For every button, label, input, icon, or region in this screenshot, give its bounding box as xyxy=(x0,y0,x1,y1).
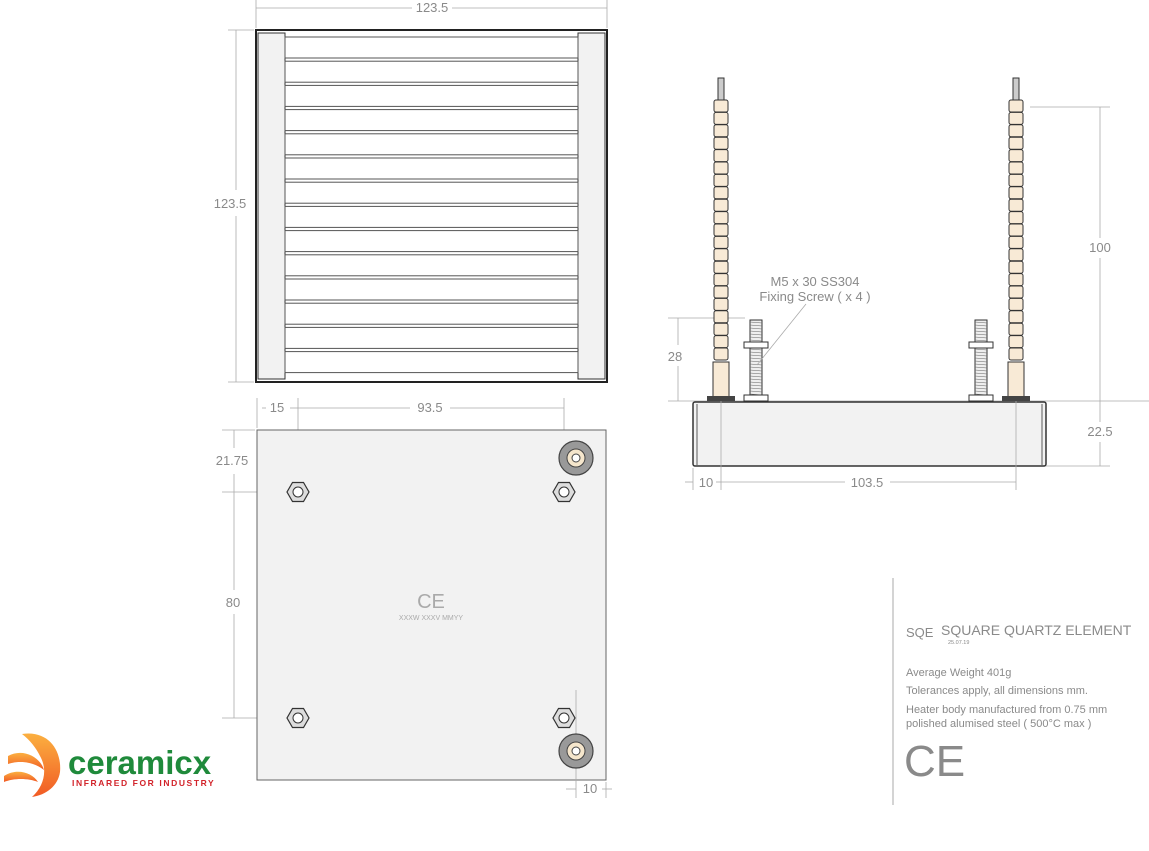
heater-body xyxy=(692,401,1047,467)
hex-nut-icon xyxy=(552,707,576,729)
screw-label-line1: M5 x 30 SS304 xyxy=(771,274,860,289)
end-cap-right xyxy=(577,32,606,380)
quartz-tube xyxy=(284,133,579,156)
tolerances-note: Tolerances apply, all dimensions mm. xyxy=(906,685,1088,697)
quartz-tube xyxy=(284,36,579,59)
logo-swoosh-icon xyxy=(22,733,61,797)
logo-brand: ceramicx xyxy=(68,744,212,781)
batch-code: XXXW XXXV MMYY xyxy=(399,615,464,622)
dim-lead-length: 100 xyxy=(1089,240,1111,255)
fixing-screws xyxy=(743,319,994,402)
quartz-tube xyxy=(284,278,579,301)
ce-mark-plate: CE xyxy=(417,591,445,613)
hex-nut-icon xyxy=(286,707,310,729)
quartz-tube xyxy=(284,254,579,277)
end-cap-left xyxy=(257,32,286,380)
dim-top-height: 123.5 xyxy=(214,196,247,211)
quartz-tube xyxy=(284,230,579,253)
quartz-tube xyxy=(284,326,579,349)
quartz-tubes xyxy=(284,36,579,374)
terminal-icon xyxy=(558,440,594,476)
quartz-tube xyxy=(284,84,579,107)
product-code: SQE xyxy=(906,625,934,640)
dim-screw-height: 28 xyxy=(668,349,682,364)
screw-label-line2: Fixing Screw ( x 4 ) xyxy=(759,289,870,304)
average-weight: Average Weight 401g xyxy=(906,667,1011,679)
heater-back-plate xyxy=(256,429,607,781)
terminals xyxy=(558,440,594,769)
ceramic-bead-lead xyxy=(707,77,735,401)
quartz-tube xyxy=(284,157,579,180)
side-view: 28 100 22.5 10 103.5 M5 x 30 SS304 Fixin… xyxy=(668,77,1149,490)
quartz-tube xyxy=(284,109,579,132)
ceramic-bead-lead xyxy=(1002,77,1030,401)
mounting-nuts xyxy=(286,481,576,729)
quartz-tube xyxy=(284,60,579,83)
ceramicx-logo: ceramicx INFRARED FOR INDUSTRY xyxy=(4,733,215,797)
fixing-screw xyxy=(743,319,769,402)
dim-edge-offset: 10 xyxy=(699,475,713,490)
quartz-tube xyxy=(284,205,579,228)
terminal-icon xyxy=(558,733,594,769)
drawing-date: 25.07.19 xyxy=(948,640,969,646)
material-line1: Heater body manufactured from 0.75 mm xyxy=(906,704,1107,716)
top-view: 123.5 123.5 xyxy=(214,0,608,383)
dim-nut-spacing-v: 80 xyxy=(226,595,240,610)
dim-edge-to-nut: 15 xyxy=(270,400,284,415)
dim-terminal-offset: 10 xyxy=(583,781,597,796)
quartz-tube xyxy=(284,181,579,204)
terminal-leads xyxy=(707,77,1030,401)
product-title: SQUARE QUARTZ ELEMENT xyxy=(941,622,1132,638)
quartz-tube xyxy=(284,351,579,374)
dim-top-to-nut: 21.75 xyxy=(216,453,249,468)
dim-nut-spacing-h: 93.5 xyxy=(417,400,442,415)
material-line2: polished alumised steel ( 500°C max ) xyxy=(906,718,1091,730)
fixing-screw xyxy=(968,319,994,402)
logo-tagline: INFRARED FOR INDUSTRY xyxy=(72,778,215,788)
dim-body-height: 22.5 xyxy=(1087,424,1112,439)
ce-mark: CE xyxy=(904,737,965,786)
quartz-tube xyxy=(284,302,579,325)
dim-terminal-spacing: 103.5 xyxy=(851,475,884,490)
bottom-view: 15 93.5 21.75 80 10 CE XXXW XXXV MMYY xyxy=(216,398,612,798)
hex-nut-icon xyxy=(552,481,576,503)
title-block: SQE SQUARE QUARTZ ELEMENT 25.07.19 Avera… xyxy=(892,578,1132,805)
hex-nut-icon xyxy=(286,481,310,503)
dim-top-width: 123.5 xyxy=(416,0,449,15)
